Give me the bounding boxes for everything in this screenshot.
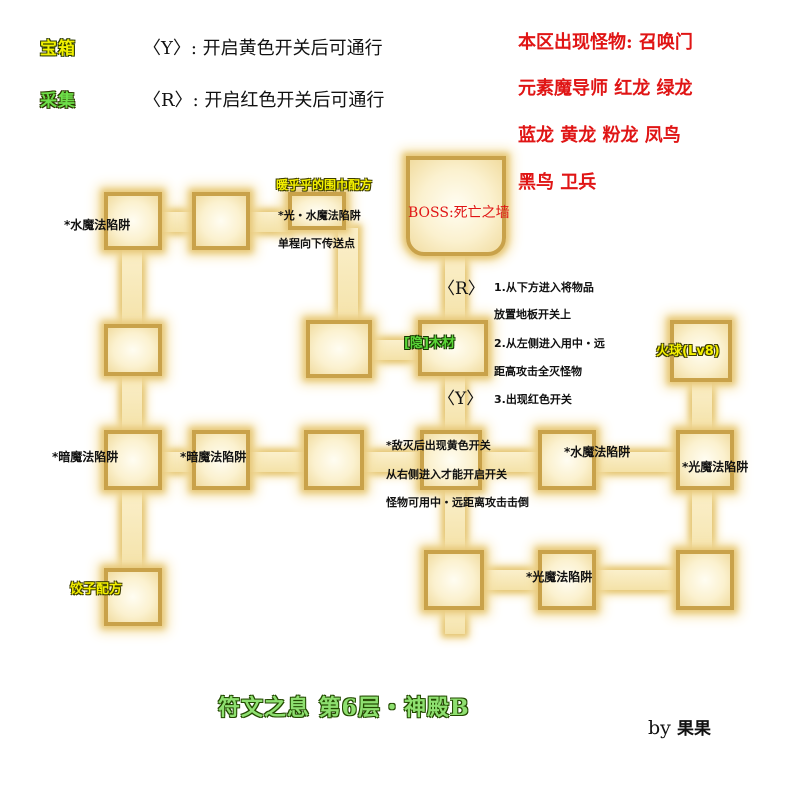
dark-trap-mid-label: *暗魔法陷阱 bbox=[180, 450, 247, 464]
corridor bbox=[592, 452, 680, 472]
yellow-note-1: *敌灭后出现黄色开关 bbox=[386, 439, 491, 452]
corridor bbox=[362, 452, 422, 472]
yellow-note-3: 怪物可用中・远距离攻击击倒 bbox=[386, 496, 529, 509]
monster-line-4: 黑鸟 卫兵 bbox=[518, 172, 597, 193]
chest-badge: 宝箱 bbox=[40, 39, 76, 59]
corridor bbox=[445, 608, 465, 634]
room-teleport bbox=[288, 192, 346, 230]
room-dumpling bbox=[104, 568, 162, 626]
author-by: by bbox=[648, 717, 671, 739]
monster-line-2: 元素魔导师 红龙 绿龙 bbox=[518, 78, 693, 99]
legend-yellow-key: 〈Y〉 bbox=[143, 38, 191, 59]
floor-title: 符文之息 第6层・神殿B bbox=[218, 695, 470, 721]
legend-red-key: 〈R〉 bbox=[143, 90, 193, 111]
yellow-switch-marker: 〈Y〉 bbox=[438, 389, 484, 409]
red-switch-marker: 〈R〉 bbox=[438, 279, 485, 299]
legend-yellow-text: : 开启黄色开关后可通行 bbox=[190, 38, 383, 59]
room-fireball bbox=[670, 320, 732, 382]
corridor bbox=[248, 212, 290, 232]
room-light-right bbox=[676, 430, 734, 490]
corridor bbox=[160, 452, 194, 472]
step-1a: 1.从下方进入将物品 bbox=[494, 281, 594, 294]
step-2a: 2.从左侧进入用中・远 bbox=[494, 337, 605, 350]
corridor bbox=[445, 488, 465, 552]
legend-red-row: 〈R〉: 开启红色开关后可通行 bbox=[143, 86, 384, 112]
author-credit: by 果果 bbox=[648, 714, 711, 739]
corridor bbox=[122, 248, 142, 328]
room-dark-mid bbox=[192, 430, 250, 490]
room-dark-left bbox=[104, 430, 162, 490]
author-name: 果果 bbox=[676, 719, 711, 739]
corridor bbox=[246, 452, 306, 472]
step-2b: 距高攻击全灭怪物 bbox=[494, 365, 582, 378]
room-water-right bbox=[538, 430, 596, 490]
corridor bbox=[370, 340, 420, 360]
room-bottom-mid bbox=[538, 550, 596, 610]
legend-red-text: : 开启红色开关后可通行 bbox=[192, 90, 385, 111]
room-top-mid bbox=[192, 192, 250, 250]
room-boss bbox=[406, 156, 506, 256]
corridor bbox=[445, 372, 465, 434]
teleport-label: 单程向下传送点 bbox=[278, 237, 355, 250]
legend-yellow-row: 〈Y〉: 开启黄色开关后可通行 bbox=[143, 34, 383, 60]
step-1b: 放置地板开关上 bbox=[494, 308, 571, 321]
corridor bbox=[160, 212, 194, 232]
room-top-left bbox=[104, 192, 162, 250]
room-bottom-right bbox=[676, 550, 734, 610]
yellow-note-2: 从右侧进入才能开启开关 bbox=[386, 468, 507, 481]
light-trap-bottom-label: *光魔法陷阱 bbox=[526, 570, 593, 584]
room-left-mid bbox=[104, 324, 162, 376]
corridor bbox=[122, 488, 142, 572]
corridor bbox=[480, 452, 540, 472]
scarf-recipe-label: 暖乎乎的围巾配方 bbox=[276, 178, 373, 192]
dark-trap-left-label: *暗魔法陷阱 bbox=[52, 450, 119, 464]
monster-line-1: 本区出现怪物: 召唤门 bbox=[518, 32, 693, 53]
room-bottom-left bbox=[424, 550, 484, 610]
room-yellow bbox=[420, 430, 482, 490]
monster-line-3: 蓝龙 黄龙 粉龙 凤鸟 bbox=[518, 125, 681, 146]
light-trap-right-label: *光魔法陷阱 bbox=[682, 460, 749, 474]
room-center bbox=[304, 430, 364, 490]
corridor bbox=[592, 570, 680, 590]
fireball-label: 火球(Lv8) bbox=[656, 344, 720, 359]
room-switch bbox=[418, 320, 488, 376]
light-water-trap-label: *光・水魔法陷阱 bbox=[278, 209, 361, 222]
gather-badge: 采集 bbox=[40, 91, 76, 111]
corridor bbox=[122, 372, 142, 432]
corridor bbox=[692, 380, 712, 432]
corridor bbox=[480, 570, 540, 590]
room-hidden bbox=[306, 320, 372, 378]
corridor bbox=[338, 228, 358, 328]
corridor bbox=[445, 255, 465, 323]
water-trap-right-label: *水魔法陷阱 bbox=[564, 445, 631, 459]
step-3: 3.出现红色开关 bbox=[494, 393, 572, 406]
water-trap-label: *水魔法陷阱 bbox=[64, 218, 131, 232]
boss-label: BOSS:死亡之墙 bbox=[408, 205, 510, 221]
hidden-wood-label: [隐]木材 bbox=[404, 336, 455, 351]
dumpling-recipe-label: 饺子配方 bbox=[70, 582, 123, 597]
